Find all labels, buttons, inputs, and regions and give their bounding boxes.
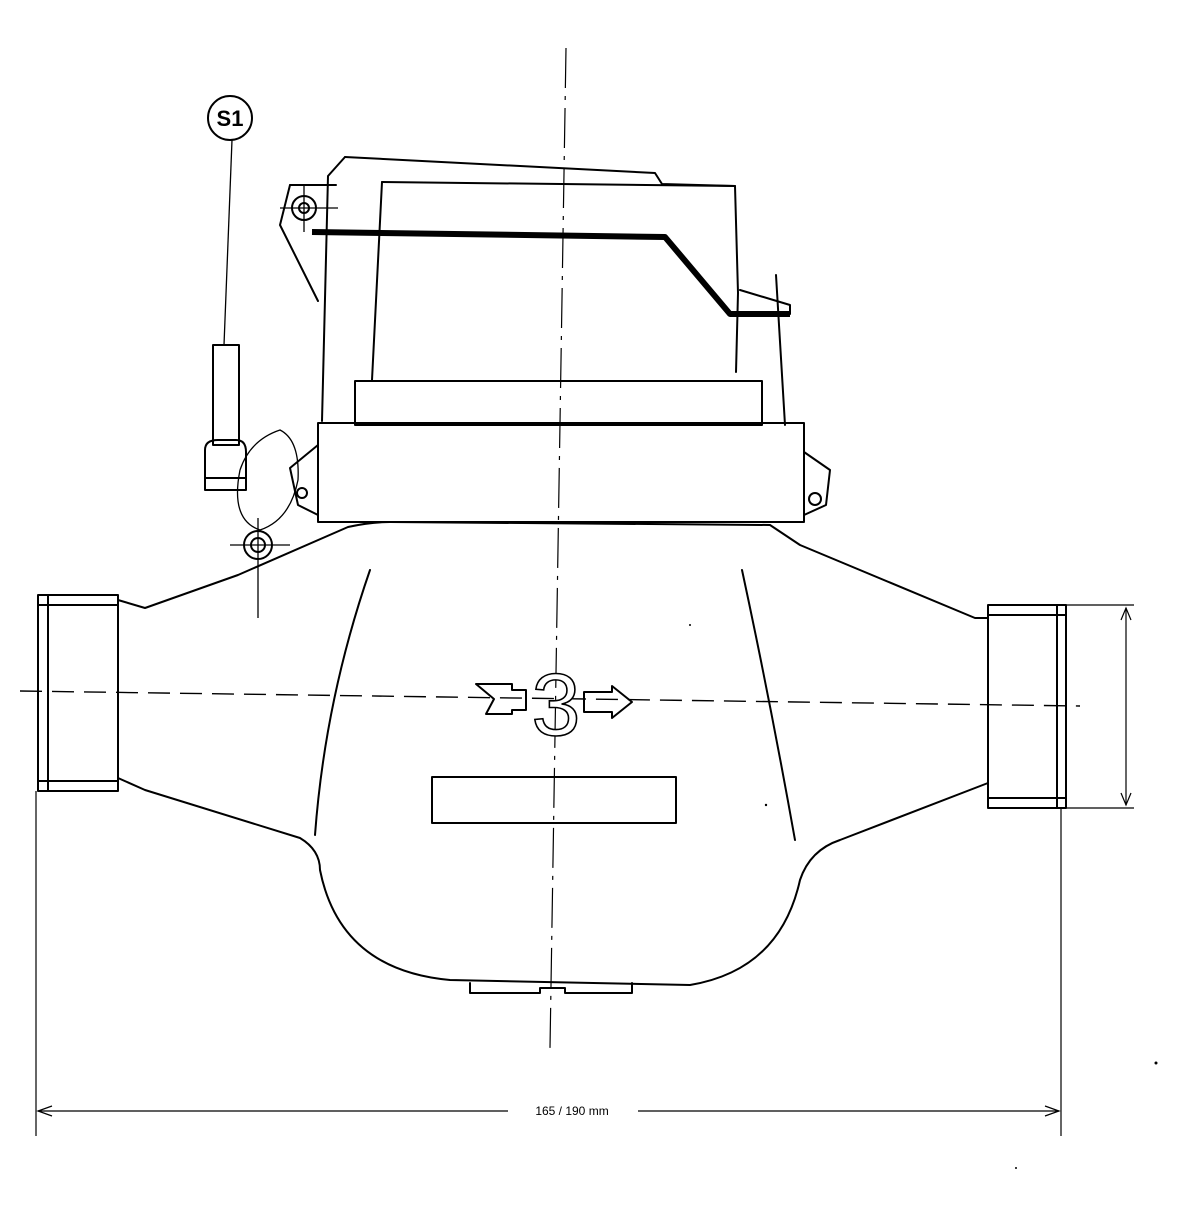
flow-arrow-in-icon — [475, 683, 527, 715]
right-thread-connection — [987, 604, 1067, 809]
register-base — [289, 380, 831, 523]
length-dimension-label: 165 / 190 mm — [535, 1104, 608, 1118]
part-balloon-s1: S1 — [207, 95, 253, 346]
flow-arrow-out-icon — [583, 685, 633, 719]
length-dimension: 165 / 190 mm — [35, 791, 1062, 1136]
body-number: 3 — [532, 655, 581, 754]
meter-body — [117, 521, 989, 994]
lid-seal-line — [311, 229, 790, 317]
register-housing — [279, 156, 791, 426]
connection-diameter-dimension — [1066, 604, 1134, 809]
rating-plate — [431, 776, 677, 824]
right-lug-hole-icon — [808, 492, 822, 506]
scan-specks — [689, 624, 1158, 1169]
part-balloon-label: S1 — [217, 106, 244, 131]
flow-direction-marking: 3 — [475, 654, 633, 755]
vertical-center-line — [549, 47, 567, 1049]
seal-assembly — [204, 344, 299, 618]
left-thread-connection — [37, 594, 119, 792]
left-lug-hole-icon — [296, 487, 308, 499]
horizontal-center-line — [19, 690, 1081, 707]
